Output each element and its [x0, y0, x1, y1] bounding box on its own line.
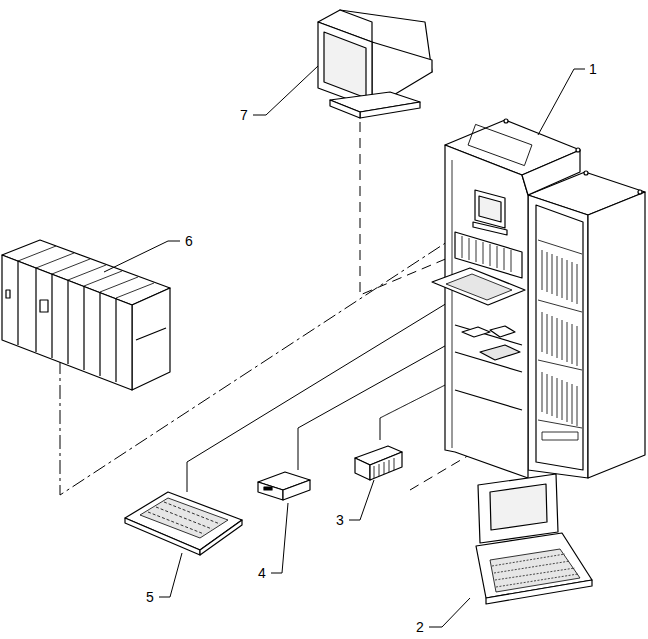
callout-number: 2 [414, 619, 426, 635]
callout-number: 3 [334, 512, 346, 528]
computer-units [2, 240, 170, 390]
callout-number: 6 [183, 233, 195, 249]
interface-box [258, 472, 310, 500]
keyboard [125, 492, 242, 555]
callout-number: 1 [587, 61, 599, 77]
callout-number: 4 [256, 565, 268, 581]
callout-number: 5 [144, 589, 156, 605]
laptop-computer [476, 474, 592, 604]
equipment-rack [432, 119, 580, 478]
callout-number: 7 [238, 107, 250, 123]
leader-lines [104, 66, 585, 627]
equipment-rack [528, 171, 645, 478]
module-unit [355, 446, 402, 480]
crt-monitor [318, 10, 432, 118]
